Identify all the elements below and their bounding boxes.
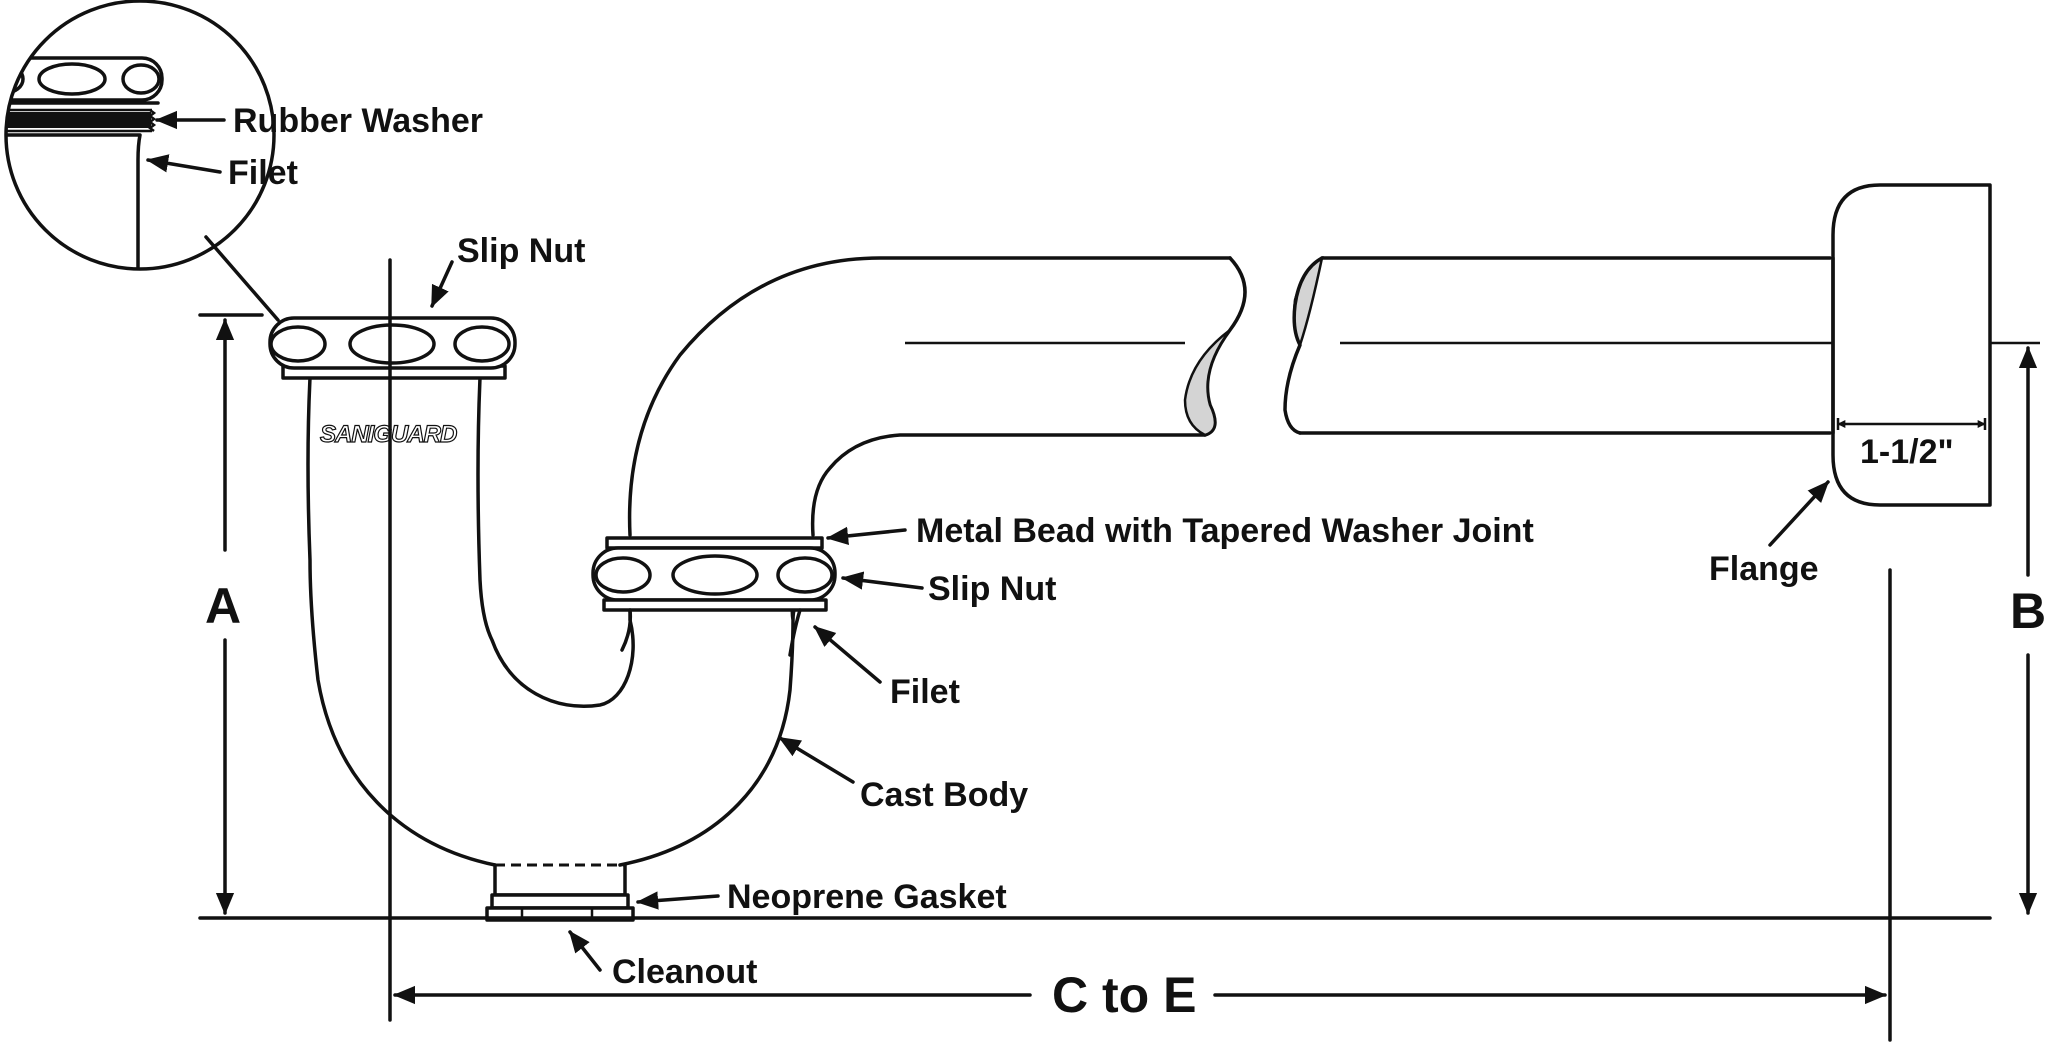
detail-inset — [4, 0, 276, 271]
label-slip-nut-top: Slip Nut — [457, 232, 585, 270]
label-metal-bead: Metal Bead with Tapered Washer Joint — [916, 512, 1534, 550]
leader-slip-nut-top — [430, 260, 454, 308]
inset-thread — [147, 109, 157, 132]
inset-filet-curve — [6, 133, 142, 269]
trap-arm — [627, 255, 2040, 537]
leader-neoprene-gasket — [636, 891, 720, 910]
trap-outline — [306, 376, 802, 922]
dimension-label-b: B — [2010, 583, 2046, 639]
label-filet-mid: Filet — [890, 673, 960, 711]
inset-nut-lobe — [37, 62, 107, 96]
leader-slip-nut-mid — [841, 571, 924, 590]
inset-nut-lobe — [6, 63, 25, 95]
leader-cast-body — [778, 736, 855, 784]
leader-flange — [1768, 480, 1830, 547]
inset-nut-lobe — [121, 63, 161, 95]
label-neoprene-gasket: Neoprene Gasket — [727, 878, 1007, 916]
dimension-label-c-to-e: C to E — [1052, 967, 1196, 1023]
neoprene-gasket-shape — [490, 893, 630, 910]
dimension-label-a: A — [205, 578, 241, 634]
inset-rubber-washer — [6, 112, 151, 128]
label-flange: Flange — [1709, 550, 1819, 588]
label-slip-nut-mid: Slip Nut — [928, 570, 1056, 608]
leader-cleanout — [568, 930, 602, 972]
leader-filet-mid — [813, 625, 882, 684]
label-flange-size: 1-1/2" — [1860, 433, 1954, 471]
label-rubber-washer: Rubber Washer — [233, 102, 483, 140]
label-filet-inset: Filet — [228, 154, 298, 192]
leader-filet-inset — [146, 154, 222, 174]
label-cast-body: Cast Body — [860, 776, 1028, 814]
slip-nut-top — [268, 316, 517, 380]
label-cleanout: Cleanout — [612, 953, 757, 991]
inset-slip-nut — [6, 56, 164, 102]
inset-circle — [4, 0, 276, 271]
leader-metal-bead — [826, 526, 907, 546]
inset-leader — [204, 235, 280, 322]
slip-nut-mid — [591, 536, 837, 657]
